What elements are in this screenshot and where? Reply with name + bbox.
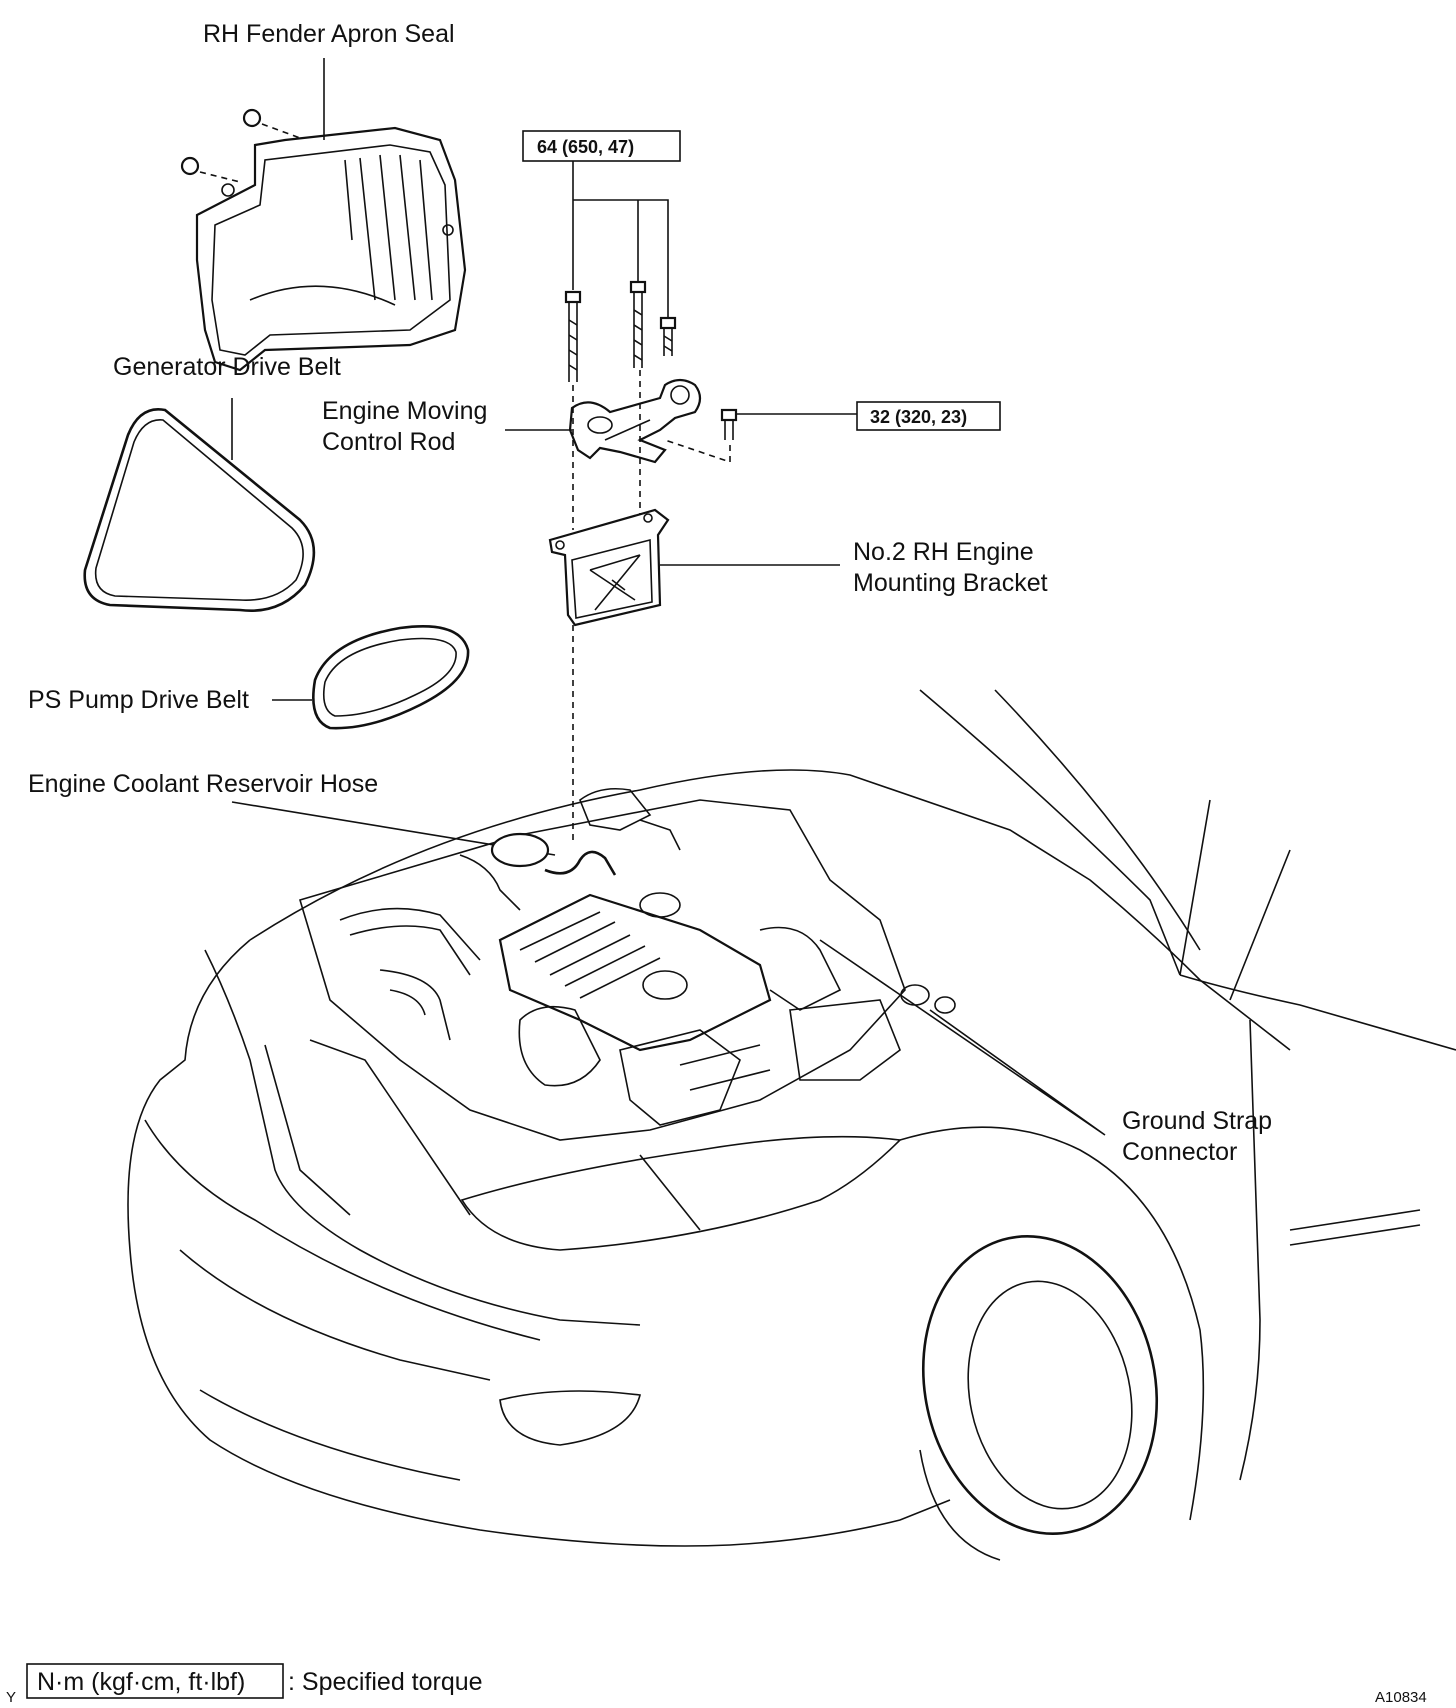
no2-rh-engine-mounting-bracket-part: [548, 508, 670, 627]
torque-leader-upper: [572, 161, 669, 318]
label-engine-coolant-reservoir-hose: Engine Coolant Reservoir Hose: [28, 770, 378, 798]
engine-moving-control-rod-part: [568, 378, 702, 464]
figure-id: A10834: [1375, 1689, 1427, 1706]
label-ground-strap-connector-1: Ground Strap: [1122, 1107, 1272, 1135]
clip-fastener-icon: [180, 108, 301, 183]
legend-description: : Specified torque: [288, 1668, 483, 1696]
alignment-line: [572, 370, 641, 530]
bolt-icon: [564, 290, 582, 382]
torque-box-right: [856, 401, 1001, 431]
label-generator-drive-belt: Generator Drive Belt: [113, 353, 341, 381]
vehicle-front-body: [127, 689, 1456, 1561]
label-no2-rh-engine-mounting-bracket-1: No.2 RH Engine: [853, 538, 1034, 566]
label-no2-rh-engine-mounting-bracket-2: Mounting Bracket: [853, 569, 1048, 597]
legend-unit-box: [26, 1663, 284, 1699]
label-engine-moving-control-rod-1: Engine Moving: [322, 397, 487, 425]
bolt-icon: [659, 316, 677, 356]
bolt-icon: [629, 280, 647, 368]
leader-ground-strap-connector: [819, 939, 1106, 1136]
label-ground-strap-connector-2: Connector: [1122, 1138, 1237, 1166]
legend-unit-text: N·m (kgf·cm, ft·lbf): [37, 1668, 245, 1696]
bolt-icon: [720, 408, 738, 440]
label-rh-fender-apron-seal: RH Fender Apron Seal: [203, 20, 455, 48]
legend-marker: Y: [6, 1689, 16, 1706]
ps-pump-drive-belt-part: [312, 625, 470, 730]
label-ps-pump-drive-belt: PS Pump Drive Belt: [28, 686, 249, 714]
torque-box-upper: [522, 130, 681, 162]
generator-drive-belt-part: [83, 407, 316, 612]
coolant-reservoir-hose-part: [544, 850, 617, 876]
rh-fender-apron-seal-part: [195, 126, 467, 372]
torque-value-upper: 64 (650, 47): [537, 137, 634, 157]
label-engine-moving-control-rod-2: Control Rod: [322, 428, 455, 456]
torque-value-right: 32 (320, 23): [870, 407, 967, 427]
engine-assembly: [339, 787, 956, 1126]
